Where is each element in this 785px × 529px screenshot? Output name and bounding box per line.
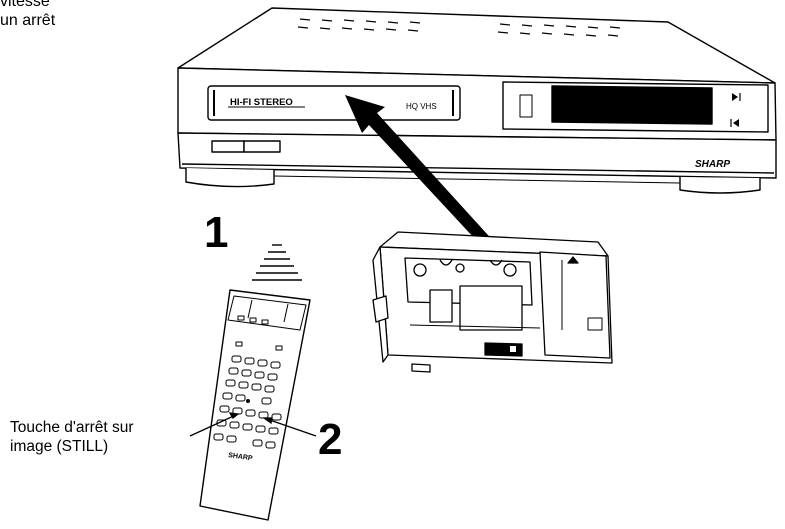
- remote-signal: [252, 244, 302, 281]
- vcr-badge-right: HQ VHS: [406, 102, 437, 111]
- header-line-1: vitesse: [0, 0, 50, 10]
- step-1-number: 1: [204, 208, 229, 257]
- vcr-badge-left: HI-FI STEREO: [230, 97, 293, 108]
- header-text: vitesse un arrêt: [0, 0, 55, 30]
- remote-brand: SHARP: [228, 452, 254, 462]
- insert-arrow: [345, 95, 497, 254]
- vcr: [177, 7, 777, 194]
- callout-line-1: Touche d'arrêt sur: [10, 419, 134, 436]
- leader-lines: [189, 412, 317, 437]
- cassette-adapter: [372, 231, 613, 373]
- remote-control: [199, 289, 311, 521]
- step-2-number: 2: [318, 415, 343, 464]
- header-line-2: un arrêt: [0, 12, 56, 29]
- vcr-brand: SHARP: [695, 159, 730, 170]
- still-button-callout: Touche d'arrêt sur image (STILL): [10, 418, 134, 456]
- callout-line-2: image (STILL): [10, 438, 109, 455]
